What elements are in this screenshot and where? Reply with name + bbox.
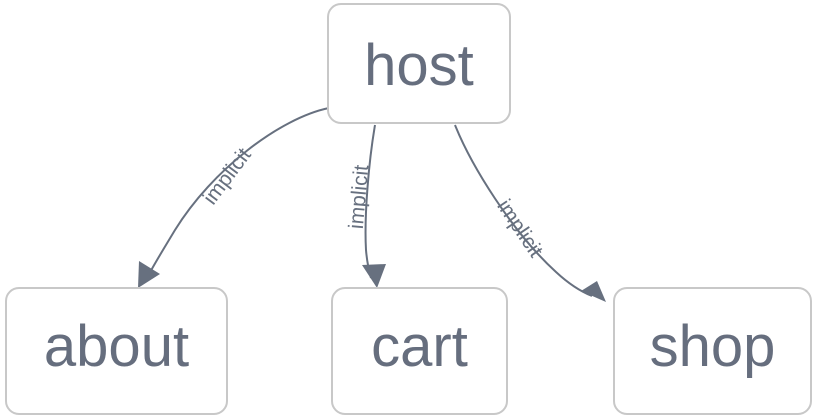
edge-host-about-path xyxy=(146,107,330,279)
edge-host-cart-label: implicit xyxy=(345,164,374,230)
edge-host-shop-arrowhead xyxy=(581,281,606,302)
edge-host-about-arrowhead xyxy=(138,261,160,288)
graph-node-shop[interactable]: shop xyxy=(613,287,812,415)
edge-host-shop-label: implicit xyxy=(492,195,547,261)
graph-node-about[interactable]: about xyxy=(5,287,228,415)
node-label-host: host xyxy=(364,32,474,98)
graph-node-host[interactable]: host xyxy=(327,3,511,124)
edge-host-cart[interactable]: implicit xyxy=(345,124,386,288)
node-label-cart: cart xyxy=(371,314,468,379)
edge-host-cart-arrowhead xyxy=(362,264,386,288)
edge-host-about[interactable]: implicit xyxy=(138,107,330,288)
node-label-shop: shop xyxy=(649,314,776,379)
node-label-about: about xyxy=(43,314,190,379)
edge-host-shop-path xyxy=(454,124,593,297)
edge-host-about-label: implicit xyxy=(199,144,256,209)
edge-host-shop[interactable]: implicit xyxy=(454,124,606,302)
graph-node-cart[interactable]: cart xyxy=(331,287,508,415)
